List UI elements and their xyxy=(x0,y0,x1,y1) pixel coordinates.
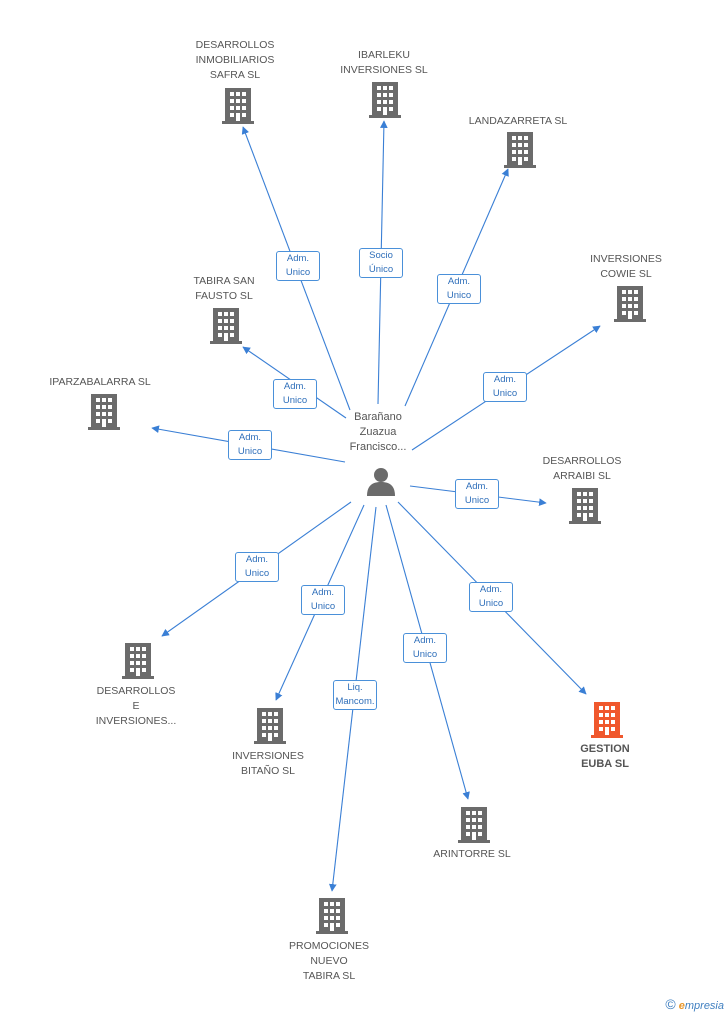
center-person-label[interactable]: Barañano Zuazua Francisco... xyxy=(349,411,407,453)
company-label-ibarleku-1[interactable]: IBARLEKU INVERSIONES SL xyxy=(340,49,428,76)
building-icon[interactable] xyxy=(614,286,646,322)
brand-logo-e: e xyxy=(678,1000,685,1012)
brand-logo-text: mpresia xyxy=(684,1000,724,1012)
building-icon[interactable] xyxy=(591,702,623,738)
company-label-tabira-san-4[interactable]: TABIRA SAN FAUSTO SL xyxy=(193,275,255,302)
company-label-arintorre-sl-10[interactable]: ARINTORRE SL xyxy=(433,848,511,860)
relation-badge: Adm. Unico xyxy=(483,372,527,402)
building-icon[interactable] xyxy=(254,708,286,744)
building-icon[interactable] xyxy=(569,488,601,524)
relation-badge: Adm. Unico xyxy=(455,479,499,509)
company-label-gestion-11[interactable]: GESTION EUBA SL xyxy=(580,743,630,770)
company-label-inversiones-3[interactable]: INVERSIONES COWIE SL xyxy=(590,253,662,280)
relation-badge: Adm. Unico xyxy=(403,633,447,663)
company-label-desarrollos-0[interactable]: DESARROLLOS INMOBILIARIOS SAFRA SL xyxy=(195,39,275,81)
company-label-landazarreta-sl-2[interactable]: LANDAZARRETA SL xyxy=(468,115,568,127)
relation-badge: Adm. Unico xyxy=(273,379,317,409)
relation-badge: Adm. Unico xyxy=(437,274,481,304)
building-icon[interactable] xyxy=(504,132,536,168)
footer-brand: ©empresia xyxy=(665,996,724,1012)
relation-badge: Adm. Unico xyxy=(301,585,345,615)
company-label-promociones-9[interactable]: PROMOCIONES NUEVO TABIRA SL xyxy=(289,940,369,982)
building-icon[interactable] xyxy=(210,308,242,344)
relation-badge: Adm. Unico xyxy=(235,552,279,582)
company-label-iparzabalarra-sl-5[interactable]: IPARZABALARRA SL xyxy=(49,376,151,388)
relation-badge: Adm. Unico xyxy=(228,430,272,460)
building-icon[interactable] xyxy=(369,82,401,118)
person-icon[interactable] xyxy=(367,468,395,496)
copyright-icon: © xyxy=(665,996,676,1012)
company-label-desarrollos-6[interactable]: DESARROLLOS ARRAIBI SL xyxy=(542,455,622,482)
company-label-desarrollos-7[interactable]: DESARROLLOS E INVERSIONES... xyxy=(95,685,177,727)
relation-badge: Adm. Unico xyxy=(276,251,320,281)
building-icon[interactable] xyxy=(88,394,120,430)
building-icon[interactable] xyxy=(458,807,490,843)
relation-badge: Liq. Mancom. xyxy=(333,680,377,710)
relation-badge: Adm. Unico xyxy=(469,582,513,612)
company-label-inversiones-8[interactable]: INVERSIONES BITAÑO SL xyxy=(232,750,304,777)
relation-badge: Socio Único xyxy=(359,248,403,278)
building-icon[interactable] xyxy=(122,643,154,679)
building-icon[interactable] xyxy=(222,88,254,124)
building-icon[interactable] xyxy=(316,898,348,934)
